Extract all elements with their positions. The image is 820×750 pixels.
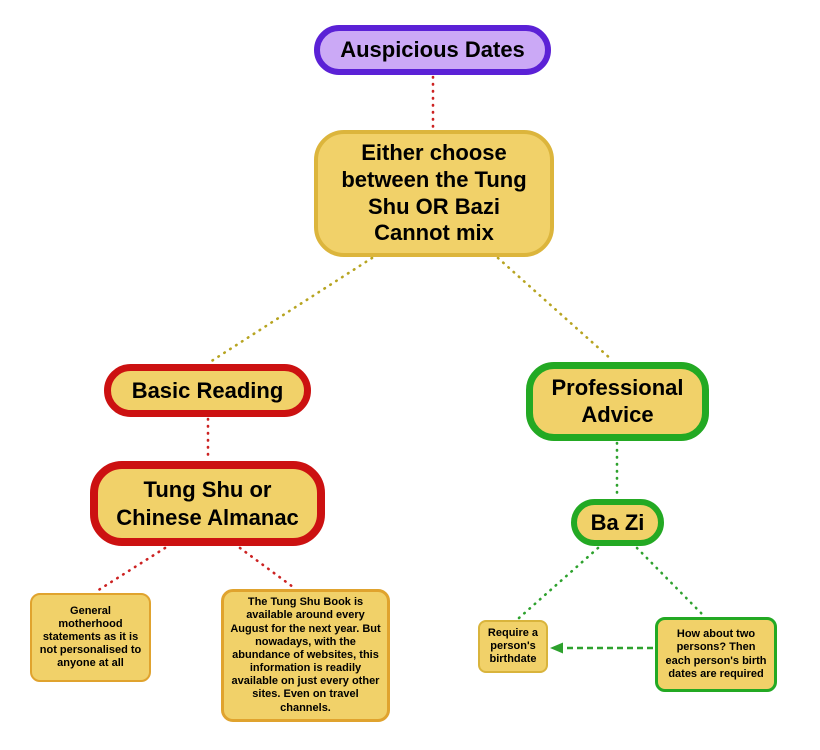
edge-choose-basic — [208, 256, 374, 364]
node-ba-zi: Ba Zi — [571, 499, 664, 546]
node-tung-shu-almanac: Tung Shu or Chinese Almanac — [90, 461, 325, 546]
edge-tungshu-book — [238, 546, 295, 589]
node-tung-shu-book: The Tung Shu Book is available around ev… — [221, 589, 390, 722]
edge-choose-professional — [496, 256, 614, 362]
node-require-birthdate: Require a person's birthdate — [478, 620, 548, 673]
edge-bazi-require — [517, 546, 600, 620]
arrowhead-left-icon — [550, 642, 563, 654]
node-professional-advice: Professional Advice — [526, 362, 709, 441]
node-basic-reading: Basic Reading — [104, 364, 311, 417]
node-general-motherhood: General motherhood statements as it is n… — [30, 593, 151, 682]
edge-tungshu-general — [95, 546, 167, 593]
node-two-persons: How about two persons? Then each person'… — [655, 617, 777, 692]
edge-bazi-twopersons — [635, 546, 705, 617]
node-either-choose: Either choose between the Tung Shu OR Ba… — [314, 130, 554, 257]
node-auspicious-dates: Auspicious Dates — [314, 25, 551, 75]
